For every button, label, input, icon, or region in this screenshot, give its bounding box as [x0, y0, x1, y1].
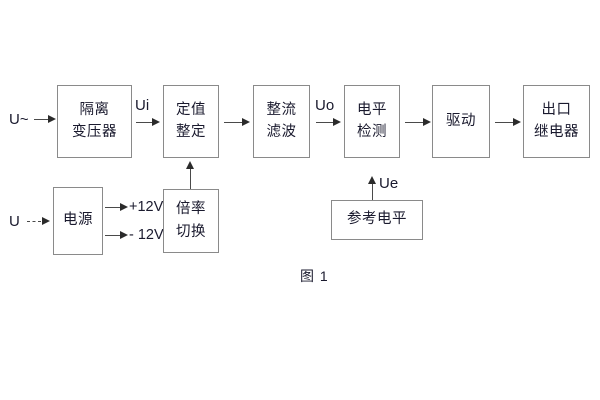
multiplier-to-setting-line [190, 168, 191, 189]
block-reference-level-line-1: 参考电平 [347, 211, 407, 228]
input-dc-dashed-line [27, 221, 41, 222]
uo-connector-line [316, 122, 335, 123]
reference-to-level-arrowhead [368, 176, 376, 184]
level-to-drive-line [405, 122, 425, 123]
input-ac-arrowhead [48, 115, 56, 123]
drive-to-relay-arrowhead [513, 118, 521, 126]
drive-to-relay-line [495, 122, 515, 123]
input-ac-label: U~ [9, 111, 29, 128]
block-drive-line-1: 驱动 [446, 112, 476, 129]
rail-negative-line [105, 235, 122, 236]
rail-positive-label: +12V [129, 199, 164, 215]
block-setting-value-line-2: 整定 [176, 124, 206, 140]
block-reference-level[interactable]: 参考电平 [331, 200, 423, 240]
figure-caption: 图 1 [300, 268, 329, 284]
input-dc-arrowhead [42, 217, 50, 225]
block-rectify-filter-line-1: 整流 [266, 101, 297, 118]
block-drive[interactable]: 驱动 [432, 85, 490, 158]
block-power-supply[interactable]: 电源 [53, 187, 103, 255]
rail-negative-label: - 12V [129, 227, 164, 243]
block-multiplier-switch[interactable]: 倍率 切换 [163, 189, 219, 253]
block-output-relay-line-1: 出口 [541, 101, 572, 118]
rail-positive-line [105, 207, 122, 208]
block-output-relay[interactable]: 出口 继电器 [523, 85, 590, 158]
signal-ui-label: Ui [135, 97, 150, 114]
block-setting-value-line-1: 定值 [176, 101, 206, 118]
block-setting-value[interactable]: 定值 整定 [163, 85, 219, 158]
input-ac-line [34, 119, 50, 120]
block-level-detect-line-2: 检测 [357, 124, 387, 140]
ui-arrowhead [152, 118, 160, 126]
block-isolation-transformer-line-1: 隔离 [79, 101, 110, 118]
uo-arrowhead [333, 118, 341, 126]
signal-ue-label: Ue [379, 175, 399, 192]
block-power-supply-line-1: 电源 [63, 212, 93, 229]
rail-positive-arrowhead [120, 203, 128, 211]
level-to-drive-arrowhead [423, 118, 431, 126]
signal-uo-label: Uo [315, 97, 335, 114]
block-rectify-filter-line-2: 滤波 [266, 124, 297, 140]
block-isolation-transformer[interactable]: 隔离 变压器 [57, 85, 132, 158]
block-level-detect[interactable]: 电平 检测 [344, 85, 400, 158]
setting-to-rectify-line [224, 122, 244, 123]
rail-negative-arrowhead [120, 231, 128, 239]
setting-to-rectify-arrowhead [242, 118, 250, 126]
ui-connector-line [136, 122, 154, 123]
block-isolation-transformer-line-2: 变压器 [72, 124, 117, 140]
block-multiplier-switch-line-1: 倍率 [176, 201, 206, 218]
multiplier-to-setting-arrowhead [186, 161, 194, 169]
block-multiplier-switch-line-2: 切换 [176, 223, 206, 240]
block-rectify-filter[interactable]: 整流 滤波 [253, 85, 310, 158]
block-output-relay-line-2: 继电器 [534, 124, 579, 140]
block-level-detect-line-1: 电平 [357, 101, 387, 118]
input-dc-label: U [9, 213, 20, 230]
reference-to-level-line [372, 183, 373, 200]
